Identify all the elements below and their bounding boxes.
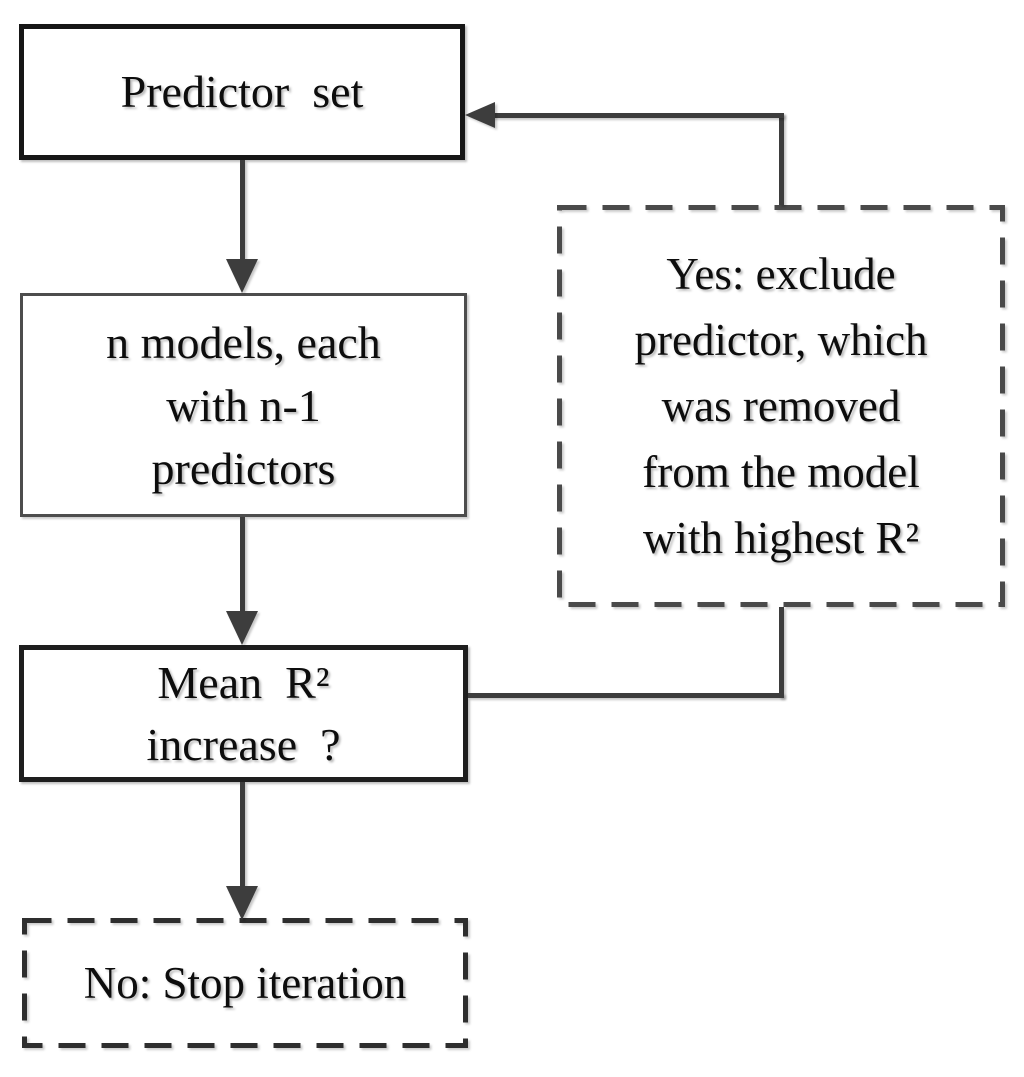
- no-stop-dashed-border: [22, 918, 468, 1048]
- connector-mean-r2-to-no-stop: [240, 782, 245, 888]
- node-no-stop-label: No: Stop iteration: [83, 958, 407, 1008]
- feedback-line-bottom-horizontal: [468, 693, 784, 698]
- node-mean-r2-decision: Mean R² increase ?: [19, 645, 468, 782]
- node-no-stop-iteration: No: Stop iteration: [22, 918, 468, 1048]
- node-yes-exclude-label: Yes: exclude predictor, which was remove…: [634, 249, 928, 563]
- node-predictor-set: Predictor set: [19, 24, 465, 160]
- node-yes-exclude-predictor: Yes: exclude predictor, which was remove…: [557, 205, 1005, 607]
- arrowhead-down-to-no-stop: [226, 886, 258, 920]
- feedback-line-upper-vertical: [779, 113, 784, 205]
- connector-predictor-to-models: [240, 160, 245, 261]
- arrowhead-down-to-models: [226, 259, 258, 293]
- node-n-models-label: n models, each with n-1 predictors: [106, 316, 381, 494]
- feedback-line-lower-vertical: [779, 607, 784, 698]
- connector-models-to-mean-r2: [240, 517, 245, 613]
- arrowhead-left-to-predictor-set: [465, 102, 495, 128]
- node-mean-r2-label: Mean R² increase ?: [146, 656, 341, 770]
- yes-exclude-dashed-border: [557, 205, 1005, 607]
- feedback-line-top-horizontal: [492, 113, 784, 118]
- arrowhead-down-to-mean-r2: [226, 611, 258, 645]
- node-n-models: n models, each with n-1 predictors: [20, 293, 467, 517]
- node-predictor-set-label: Predictor set: [120, 66, 364, 117]
